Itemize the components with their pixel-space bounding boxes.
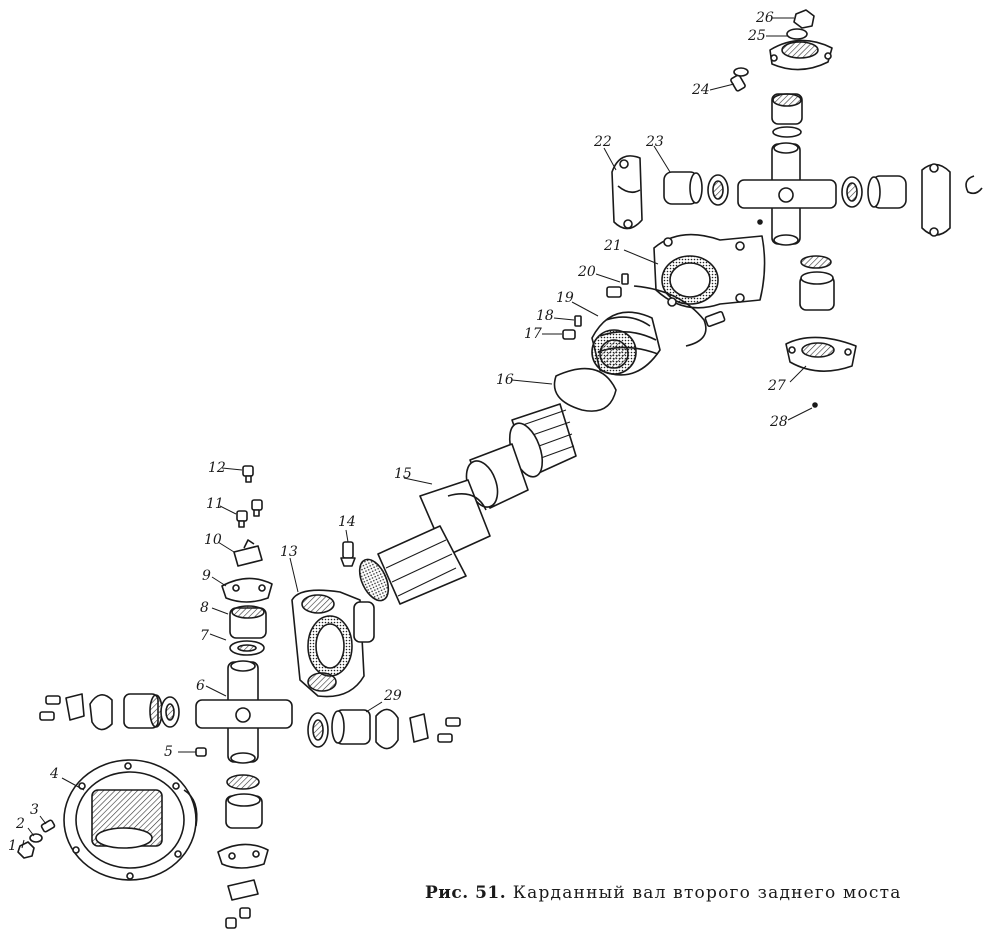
- callout-10: 10: [204, 532, 222, 548]
- callout-2: 2: [15, 816, 25, 832]
- part-21-yoke: [653, 233, 766, 309]
- part-10-lock-plate: [233, 539, 263, 567]
- callout-1: 1: [8, 838, 17, 854]
- part-bearing-cup-lower: [799, 255, 835, 311]
- part-17-lock-plate: [562, 329, 576, 340]
- callout-19: 19: [556, 290, 574, 306]
- part-bearing-cap-top: [769, 39, 833, 71]
- callout-21: 21: [603, 238, 622, 254]
- part-bearing-cap-right: [921, 163, 951, 237]
- part-19-boot: [591, 311, 661, 376]
- part-bearing-cap-bottom: [217, 843, 269, 869]
- callout-14: 14: [338, 514, 356, 530]
- part-20-lock-plate: [606, 286, 622, 298]
- part-bearing-cup-left: [123, 693, 163, 729]
- part-6-spider: [195, 660, 293, 764]
- leader-lines: [21, 17, 813, 849]
- callout-8: 8: [200, 600, 209, 616]
- callout-28: 28: [769, 414, 788, 430]
- part-27-bearing-cap: [785, 336, 857, 372]
- part-25-washer: [786, 28, 808, 40]
- figure-caption: Рис. 51. Карданный вал второго заднего м…: [425, 883, 902, 903]
- part-bearing-cup-bottom: [225, 774, 263, 829]
- part-spider-upper: [737, 142, 837, 246]
- callout-labels: 1 2 3 4 5 6 7 8 9 10 11 12 13 14 15 16 1…: [8, 10, 788, 854]
- part-13-slip-yoke: [291, 589, 375, 698]
- callout-25: 25: [747, 28, 766, 44]
- callout-22: 22: [593, 134, 612, 150]
- callout-13: 13: [280, 544, 298, 560]
- part-lock-ring-right: [965, 175, 983, 195]
- callout-18: 18: [536, 308, 554, 324]
- part-bearing-cup-right: [867, 175, 907, 209]
- callout-7: 7: [200, 628, 209, 644]
- callout-6: 6: [196, 678, 205, 694]
- callout-20: 20: [577, 264, 596, 280]
- part-4-flange: [63, 759, 198, 881]
- part-bearing-cap-right-lower: [375, 708, 399, 750]
- callout-23: 23: [645, 134, 664, 150]
- part-9-bearing-cap: [221, 577, 273, 603]
- part-3-bolt: [40, 819, 56, 833]
- callout-29: 29: [383, 688, 402, 704]
- part-7-seal: [229, 640, 265, 656]
- callout-5: 5: [164, 744, 173, 760]
- callout-16: 16: [496, 372, 514, 388]
- part-bolts-bottom: [225, 907, 251, 929]
- callout-26: 26: [755, 10, 774, 26]
- figure-title: Карданный вал второго заднего моста: [512, 883, 902, 903]
- figure-number: Рис. 51.: [425, 883, 507, 903]
- callout-9: 9: [202, 568, 211, 584]
- part-26-nut: [793, 9, 815, 29]
- part-18-bolt: [574, 315, 582, 327]
- part-lock-plate-bottom: [227, 879, 259, 901]
- callout-17: 17: [524, 326, 542, 342]
- callout-4: 4: [49, 766, 59, 782]
- part-bolts-left: [39, 693, 85, 721]
- part-bearing-cap-left: [89, 694, 113, 731]
- part-bearing-cup-top: [771, 93, 803, 138]
- part-15-shaft-tube: [358, 479, 491, 605]
- callout-12: 12: [208, 460, 226, 476]
- callout-3: 3: [30, 802, 39, 818]
- callout-27: 27: [767, 378, 786, 394]
- callout-11: 11: [206, 496, 224, 512]
- part-boot-clamp-ring: [633, 285, 707, 347]
- part-28-pin: [812, 402, 818, 408]
- part-bolts-right-lower: [409, 713, 461, 743]
- part-5-pin: [195, 747, 207, 757]
- part-24-bolt: [730, 67, 749, 92]
- part-16-clamp-ring: [553, 367, 617, 412]
- part-1-nut: [17, 841, 35, 859]
- part-23-bearing-cup: [663, 171, 703, 205]
- part-yoke-bolt: [704, 310, 726, 328]
- callout-15: 15: [394, 466, 412, 482]
- part-11-bolt: [236, 499, 263, 528]
- part-22-bearing-cap: [611, 155, 643, 230]
- part-8-bearing-cup: [229, 605, 267, 639]
- part-2-washer: [29, 833, 43, 843]
- part-29-bearing-cup: [331, 709, 371, 745]
- callout-24: 24: [691, 82, 710, 98]
- part-12-bolt: [242, 465, 254, 483]
- part-14-grease-fitting: [340, 541, 356, 567]
